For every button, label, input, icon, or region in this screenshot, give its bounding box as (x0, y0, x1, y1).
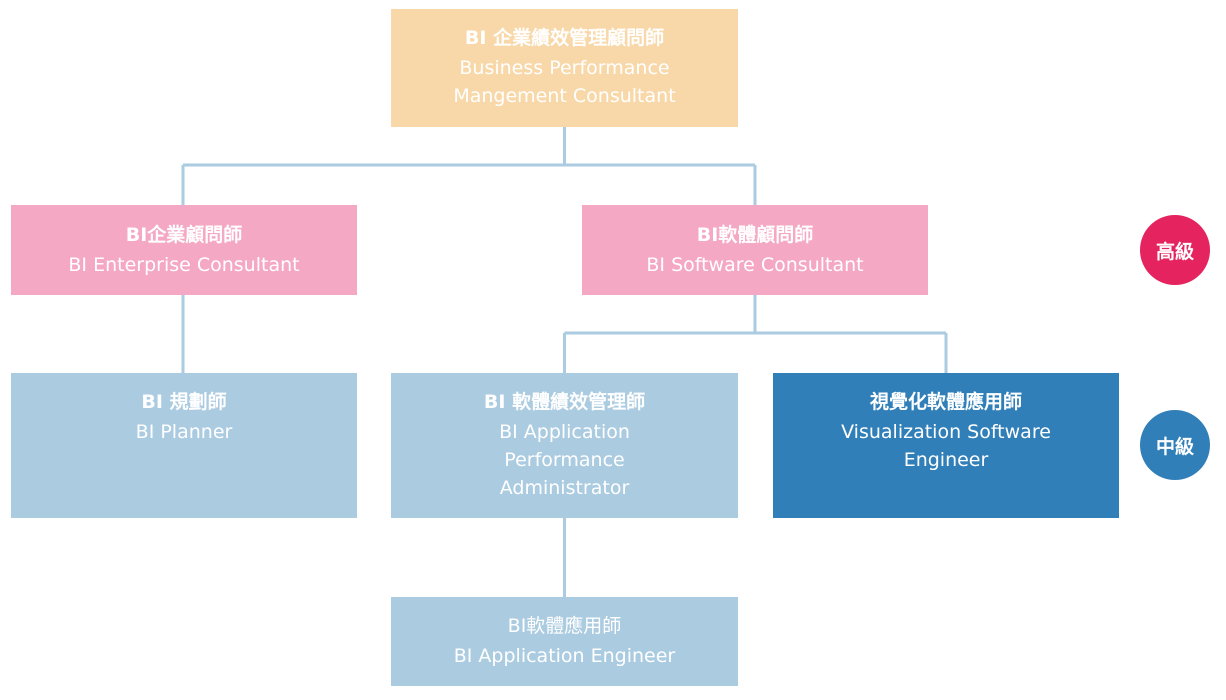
node-title-zh: BI軟體應用師 (507, 615, 622, 637)
node-title-zh: BI 軟體績效管理師 (483, 391, 646, 413)
node-enterprise-consultant: BI企業顧問師 BI Enterprise Consultant (11, 205, 357, 295)
node-title-zh: 視覺化軟體應用師 (869, 391, 1022, 413)
node-title-zh: BI企業顧問師 (125, 224, 243, 246)
node-title-en: BI Planner (135, 421, 233, 443)
node-title-en: BI Enterprise Consultant (68, 254, 300, 276)
node-title-zh: BI 規劃師 (141, 391, 227, 413)
node-title-zh: BI軟體顧問師 (696, 224, 814, 246)
node-title-en: BI Application Engineer (453, 645, 676, 667)
level-badge-senior: 高級 (1140, 215, 1210, 285)
level-badge-mid: 中級 (1140, 410, 1210, 480)
node-title-en: Visualization Software Engineer (841, 421, 1051, 471)
node-title-en: Business Performance Mangement Consultan… (453, 57, 676, 107)
node-title-en: BI Application Performance Administrator (499, 421, 630, 499)
node-software-consultant: BI軟體顧問師 BI Software Consultant (582, 205, 928, 295)
node-title-zh: BI 企業績效管理顧問師 (464, 27, 665, 49)
node-application-engineer: BI軟體應用師 BI Application Engineer (391, 597, 738, 686)
node-planner: BI 規劃師 BI Planner (11, 373, 357, 518)
node-visualization-software-engineer: 視覺化軟體應用師 Visualization Software Engineer (773, 373, 1119, 518)
node-application-performance-administrator: BI 軟體績效管理師 BI Application Performance Ad… (391, 373, 738, 518)
node-title-en: BI Software Consultant (646, 254, 864, 276)
node-performance-management-consultant: BI 企業績效管理顧問師 Business Performance Mangem… (391, 9, 738, 127)
